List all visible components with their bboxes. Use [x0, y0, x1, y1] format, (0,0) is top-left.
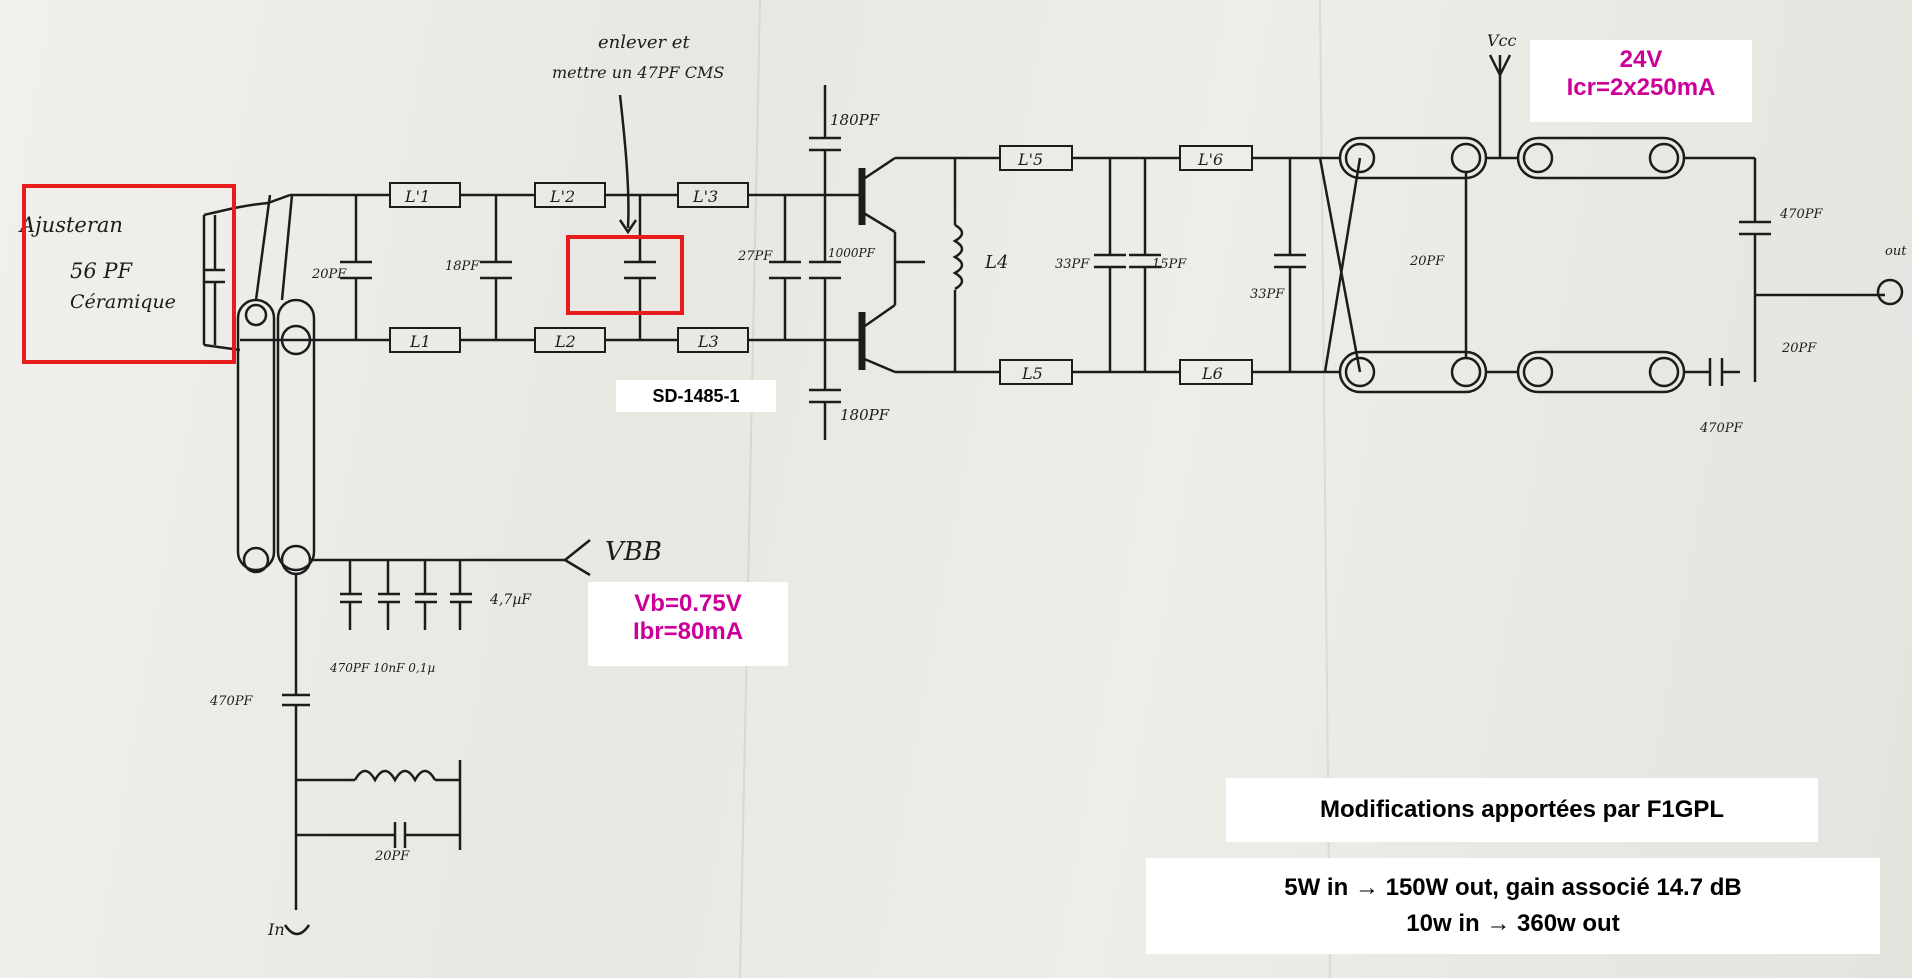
inductor-l2p: L'2: [549, 187, 575, 206]
inductor-l1p: L'1: [404, 187, 430, 206]
cap-470pf-bottom: 470PF: [1699, 421, 1744, 436]
trimmer-highlight-box: [22, 184, 236, 364]
cap-33pf-a: 33PF: [1055, 257, 1090, 272]
trimmer-note-line2: 56 PF: [70, 259, 134, 283]
inductor-l1: L1: [409, 332, 431, 351]
cap-180pf-bottom: 180PF: [840, 406, 890, 424]
cap-1000pf: 1000PF: [828, 246, 876, 260]
inductor-l3p: L'3: [692, 187, 718, 206]
inductor-l5p: L'5: [1017, 150, 1043, 169]
bias-info-box: Vb=0.75V Ibr=80mA: [588, 582, 788, 666]
cap-470pf-top: 470PF: [1779, 207, 1824, 222]
cap-15pf: 15PF: [1152, 257, 1187, 272]
inductor-l6: L6: [1201, 364, 1223, 383]
bias-elec-cap: 4,7µF: [489, 592, 532, 608]
output-label: out: [1885, 244, 1907, 259]
trimmer-note-line1: Ajusteran: [18, 213, 123, 237]
inductor-l2: L2: [554, 332, 576, 351]
cap-27pf: 27PF: [737, 249, 773, 264]
performance-line2: 10w in → 360w out: [1406, 910, 1620, 937]
vcc-info-box: 24V Icr=2x250mA: [1530, 40, 1752, 122]
cap-trim-balun: 20PF: [1409, 254, 1445, 269]
performance-box: 5W in → 150W out, gain associé 14.7 dB 1…: [1146, 858, 1880, 954]
cap-33pf-b: 33PF: [1250, 287, 1285, 302]
credit-text: Modifications apportées par F1GPL: [1319, 796, 1725, 823]
credit-box: Modifications apportées par F1GPL: [1226, 778, 1818, 842]
cap-180pf-top: 180PF: [830, 111, 880, 129]
transistor-label: SD-1485-1: [616, 380, 776, 412]
removal-note-line2: mettre un 47PF CMS: [552, 63, 724, 82]
input-label: In: [267, 920, 285, 939]
vcc-current: Icr=2x250mA: [1566, 74, 1716, 101]
cap-trim-in: 20PF: [374, 849, 410, 864]
inductor-l3: L3: [697, 332, 719, 351]
performance-line1: 5W in → 150W out, gain associé 14.7 dB: [1284, 874, 1742, 901]
handwritten-labels: Ajusteran 56 PF Céramique enlever et met…: [18, 31, 1907, 939]
inductor-l5: L5: [1021, 364, 1043, 383]
capacitor-highlight-box: [566, 235, 684, 315]
removal-note-line1: enlever et: [598, 32, 690, 53]
bias-caps-label: 470PF 10nF 0,1µ: [329, 661, 435, 675]
transistor-label-text: SD-1485-1: [652, 386, 740, 406]
cap-18pf: 18PF: [445, 259, 480, 274]
cap-trim-output: 20PF: [1781, 341, 1817, 356]
inductor-l6p: L'6: [1197, 150, 1223, 169]
vcc-label: Vcc: [1487, 31, 1517, 50]
trimmer-note-line3: Céramique: [70, 291, 176, 313]
vbb-label: VBB: [605, 537, 662, 567]
circuit-wiring: [202, 54, 1904, 936]
cap-trim-input: 20PF: [311, 267, 347, 282]
bias-voltage: Vb=0.75V: [634, 590, 742, 617]
bias-current: Ibr=80mA: [632, 618, 744, 645]
vcc-voltage: 24V: [1619, 46, 1663, 73]
cap-470pf-input: 470PF: [209, 694, 254, 709]
inductor-l4: L4: [984, 252, 1008, 273]
